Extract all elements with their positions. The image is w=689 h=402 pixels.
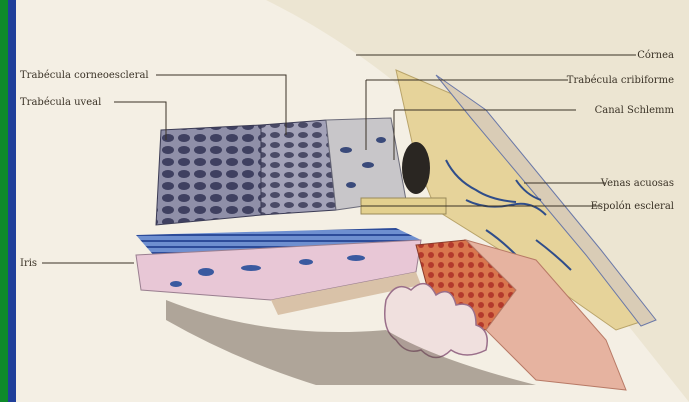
label-espolon-escleral: Espolón escleral [591,201,674,212]
label-trabecula-uveal: Trabécula uveal [20,97,101,108]
left-border-green [0,0,8,402]
trabecular-meshwork-diagram: Córnea Trabécula corneoescleral Trabécul… [16,0,689,402]
canal-schlemm [402,142,430,194]
label-trabecula-corneoescleral: Trabécula corneoescleral [20,70,149,81]
left-border-blue [8,0,16,402]
label-iris: Iris [20,258,37,269]
trabecula-corneoescleral-region [261,120,336,215]
label-cornea: Córnea [637,50,674,61]
label-venas-acuosas: Venas acuosas [600,178,674,189]
trabecula-uveal-region [156,125,261,225]
label-canal-schlemm: Canal Schlemm [595,105,675,116]
label-trabecula-cribiforme: Trabécula cribiforme [567,75,674,86]
